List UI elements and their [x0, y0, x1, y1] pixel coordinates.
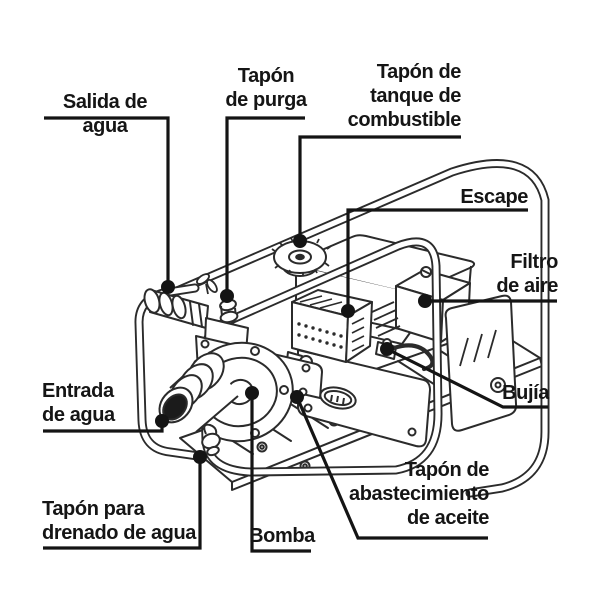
- label-salida-de-agua: Salida de agua: [62, 91, 148, 137]
- muffler: [291, 289, 373, 363]
- purge-plug: [219, 298, 239, 324]
- drain-plug: [201, 423, 221, 457]
- wing-bolt: [196, 273, 218, 295]
- label-tapon-drenado-agua: Tapón para drenado de agua: [42, 498, 197, 544]
- label-entrada-de-agua: Entrada de agua: [42, 380, 115, 426]
- muffler-vent-dots: [297, 322, 343, 349]
- callout-tapon-aceite: [290, 390, 488, 540]
- label-filtro-de-aire: Filtro de aire: [496, 251, 558, 297]
- label-tapon-tanque-combustible: Tapón de tanque de combustible: [347, 61, 462, 131]
- frame-far-rail: [158, 159, 550, 498]
- blower-shroud: [444, 294, 518, 432]
- callout-entrada-de-agua: [43, 414, 169, 433]
- label-tapon-de-purga: Tapón de purga: [225, 65, 307, 111]
- callout-tapon-tanque-combustible: [293, 135, 461, 248]
- fuel-tank-cap: [271, 237, 332, 277]
- label-tapon-aceite: Tapón de abastecimiento de aceite: [348, 459, 489, 529]
- callout-bomba: [245, 386, 311, 553]
- callout-filtro-de-aire: [418, 294, 557, 308]
- callout-tapon-de-purga: [220, 116, 305, 303]
- callout-salida-de-agua: [44, 116, 175, 294]
- label-bomba: Bomba: [249, 525, 315, 547]
- label-escape: Escape: [460, 186, 528, 208]
- cylinder-fins: [371, 301, 401, 337]
- callout-bujia: [380, 342, 548, 409]
- callout-tapon-drenado-agua: [43, 450, 207, 550]
- label-bujia: Bujía: [502, 382, 549, 404]
- callout-escape: [341, 208, 528, 318]
- engine-crankcase: [297, 349, 431, 448]
